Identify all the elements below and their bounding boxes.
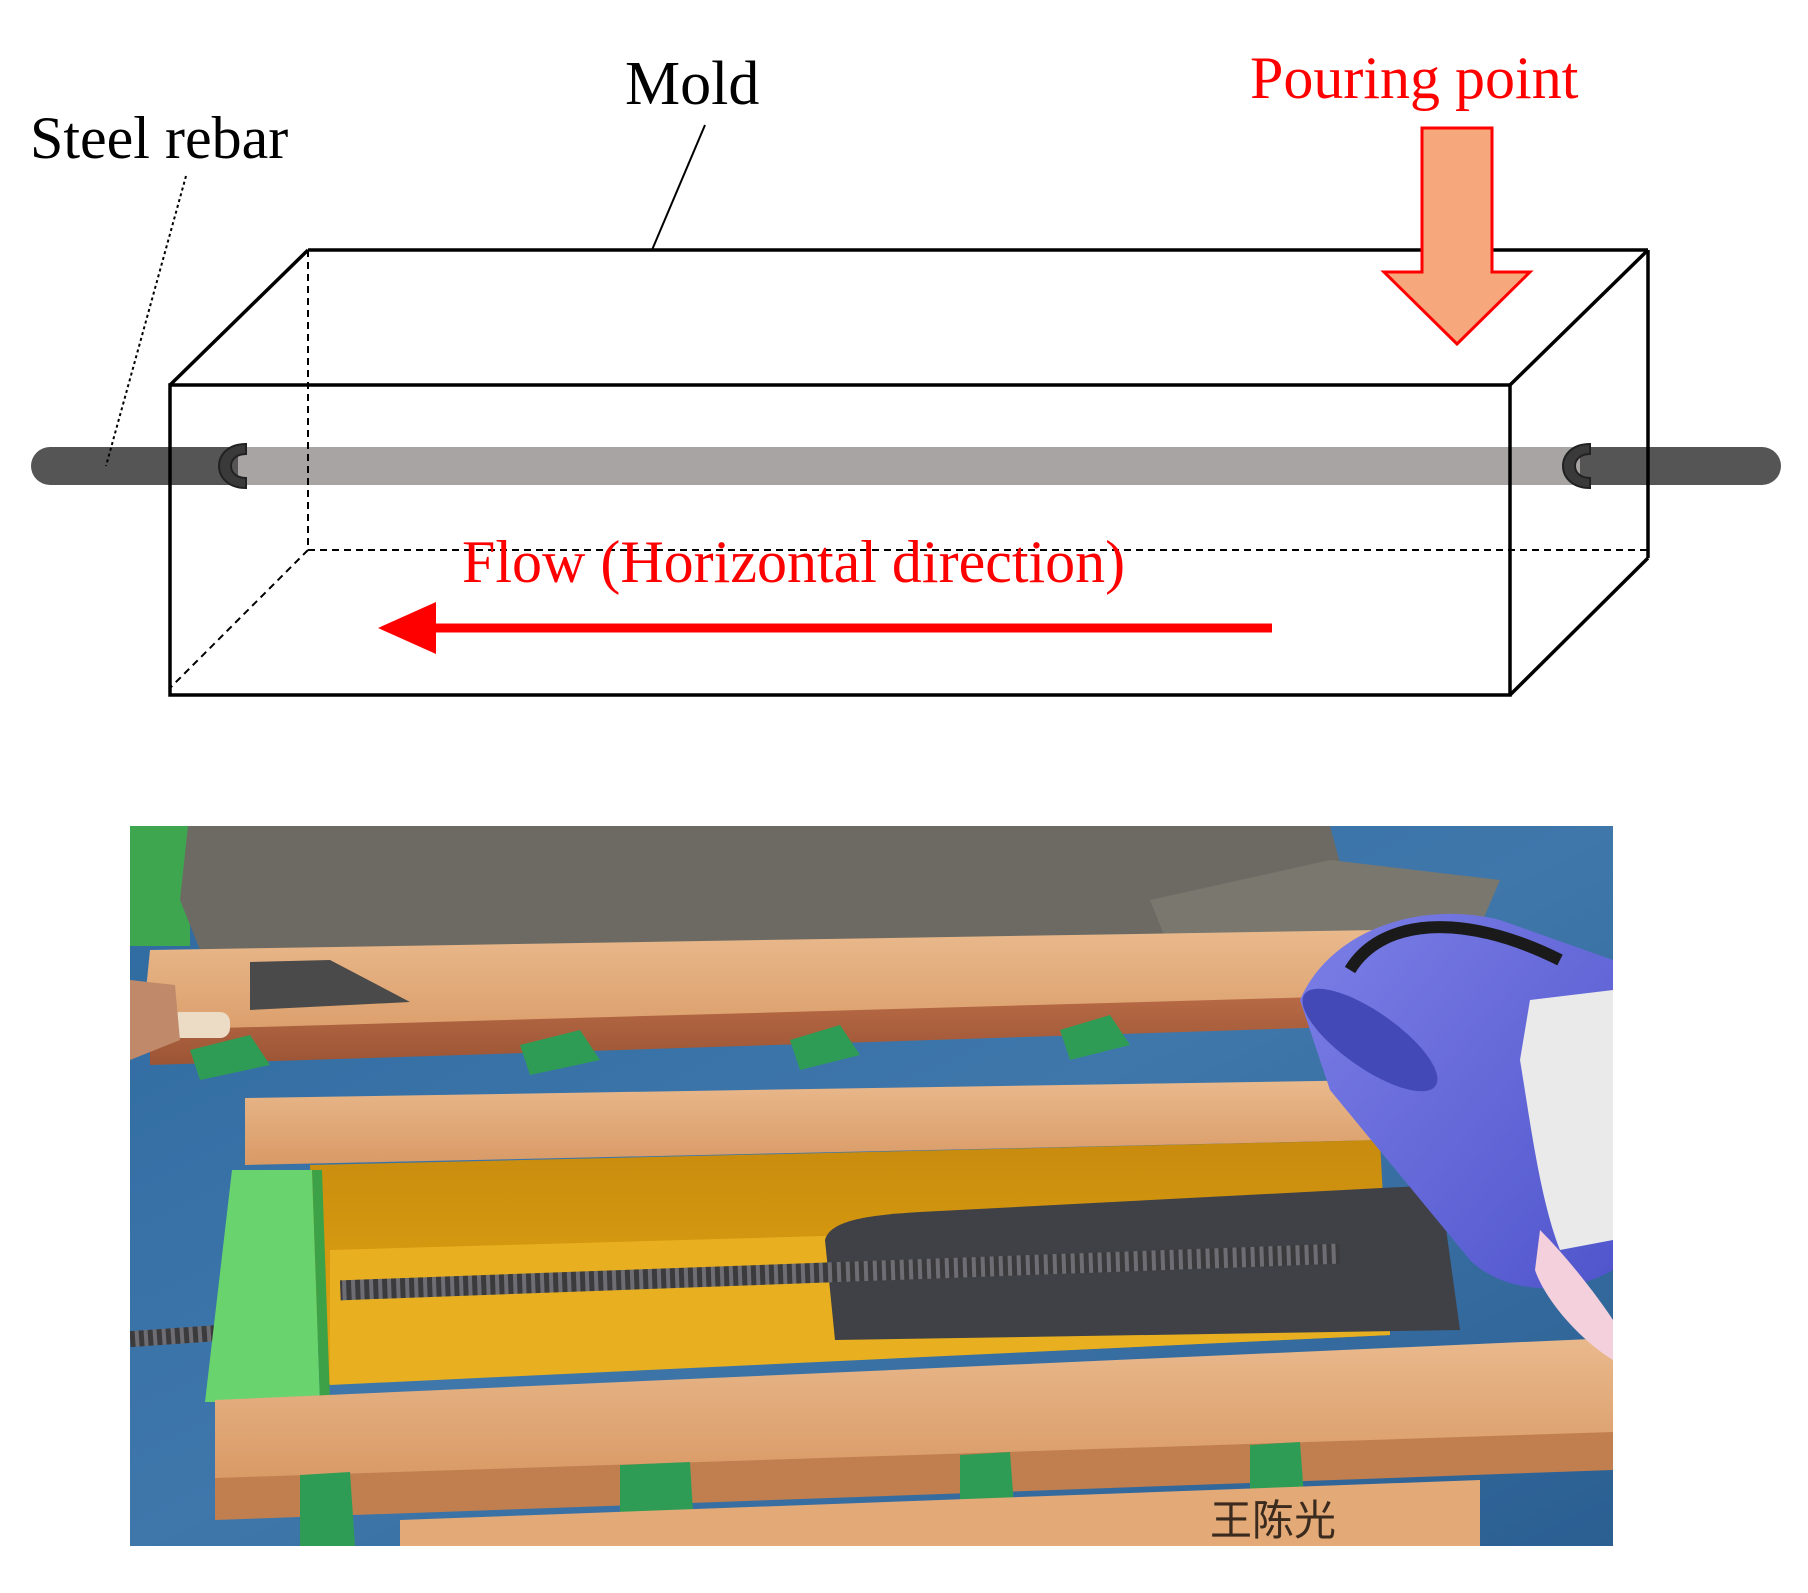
worker-hand-left (130, 980, 180, 1060)
pouring-photo: 王陈光 (130, 826, 1613, 1546)
mold-schematic: Steel rebar Mold Pouring point Flow (Hor… (30, 45, 1781, 697)
photo-marking-text: 王陈光 (1210, 1498, 1336, 1545)
mold-hidden-edges (169, 250, 1648, 689)
green-end-cap (205, 1170, 320, 1402)
trowel-handle (170, 1012, 230, 1038)
label-steel-rebar: Steel rebar (30, 105, 288, 171)
leader-steel-rebar (105, 175, 187, 467)
label-flow: Flow (Horizontal direction) (462, 529, 1125, 595)
rebar-collar-right (1562, 442, 1591, 490)
worker-glove (1520, 990, 1613, 1250)
pouring-arrow (1380, 126, 1534, 347)
label-pouring-point: Pouring point (1250, 45, 1579, 111)
label-mold: Mold (625, 50, 759, 118)
leader-mold (651, 124, 706, 251)
trowel-blade (250, 960, 410, 1010)
flow-arrow-head (378, 602, 436, 654)
rebar-collar-left (218, 442, 247, 490)
photo-rebar (339, 1243, 1341, 1301)
